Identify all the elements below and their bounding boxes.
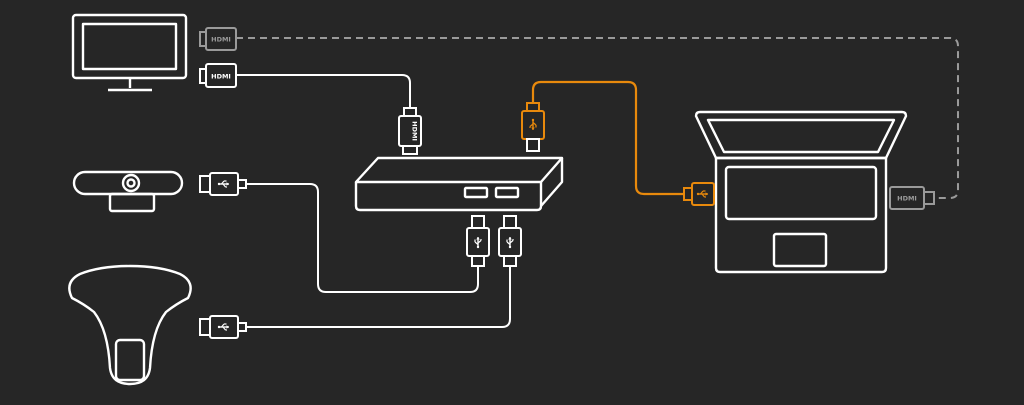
hdmi-label: HDMI: [211, 73, 231, 81]
usb-cable-hub-laptop: [531, 80, 684, 196]
monitor-icon: [71, 13, 188, 92]
webcam-icon: [72, 170, 184, 213]
usb-cable-webcam-hub: [246, 183, 479, 293]
hdmi-cable-monitor-hub: [236, 74, 411, 108]
hdmi-label: HDMI: [411, 121, 419, 141]
usb-plug-hub-port-2: [498, 215, 522, 267]
laptop-icon: [694, 110, 908, 274]
usb-plug-hub-host: [521, 102, 545, 152]
usb-plug-hub-port-1: [466, 215, 490, 267]
usb-plug-speakerphone: [199, 315, 247, 339]
usb-plug-webcam: [199, 172, 247, 196]
hdmi-cable-unused: [236, 37, 959, 199]
usb-cable-speaker-hub: [246, 266, 511, 328]
hdmi-plug-monitor-unused: HDMI: [199, 27, 237, 51]
hdmi-plug-hub: HDMI: [398, 107, 422, 155]
speakerphone-icon: [68, 264, 192, 386]
hdmi-label: HDMI: [897, 195, 917, 203]
hdmi-label: HDMI: [211, 36, 231, 44]
usb-plug-laptop: [683, 182, 715, 206]
hdmi-plug-laptop-unused: HDMI: [889, 186, 935, 210]
hdmi-plug-monitor: HDMI: [199, 63, 237, 88]
hub-box-icon: [354, 156, 564, 212]
